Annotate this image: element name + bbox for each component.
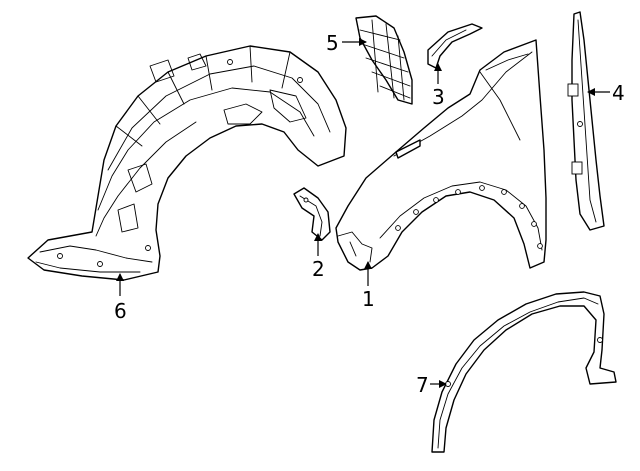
fender-icon <box>335 39 547 271</box>
callout-5: 5 <box>326 31 339 55</box>
wheel-arch-molding-icon <box>431 291 617 453</box>
upper-bracket-icon <box>427 23 483 69</box>
callout-4: 4 <box>612 81 625 105</box>
callout-3: 3 <box>432 85 445 109</box>
callout-2: 2 <box>312 257 325 281</box>
insulator-pad-icon <box>355 15 413 105</box>
callout-6: 6 <box>114 299 127 323</box>
fender-seal-strip-icon <box>567 11 605 231</box>
callout-1: 1 <box>362 287 375 311</box>
wheel-liner-icon <box>27 45 347 281</box>
callout-7: 7 <box>416 373 429 397</box>
fender-bracket-icon <box>293 187 331 241</box>
